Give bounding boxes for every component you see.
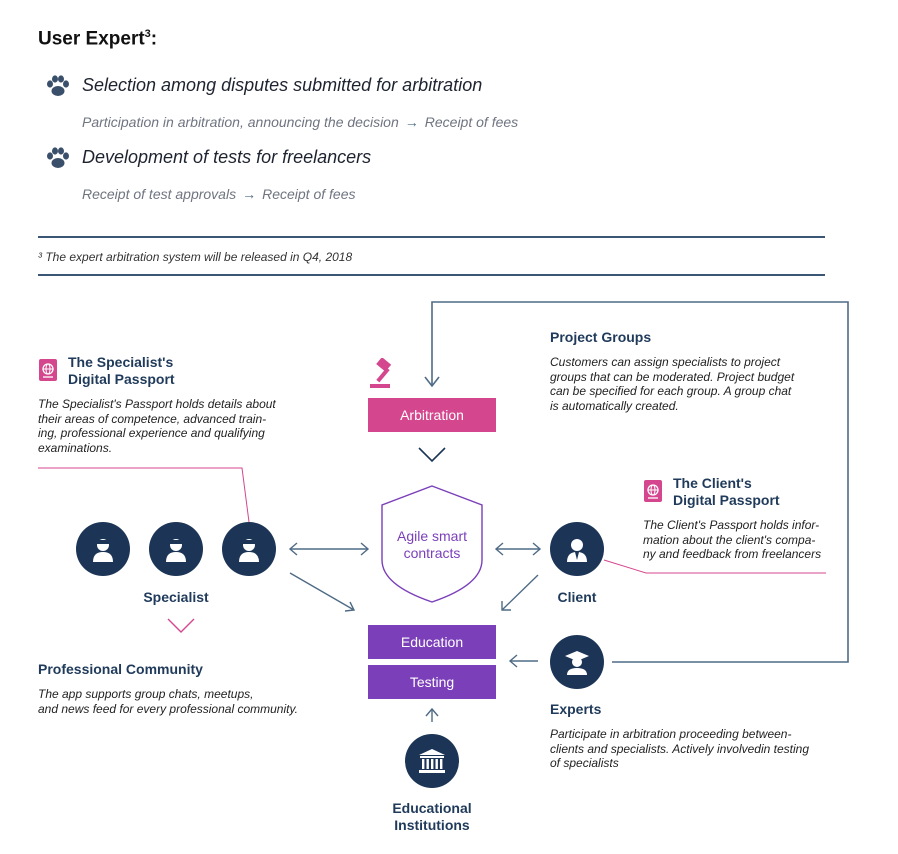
client-passport-line: [603, 559, 826, 574]
desc-line: Customers can assign specialists to proj…: [550, 355, 781, 369]
building-icon: [419, 749, 445, 773]
title-line: The Specialist's: [68, 354, 174, 370]
arrowhead: [424, 376, 440, 388]
person-icon: [93, 539, 113, 562]
desc-line: The Client's Passport holds infor-: [643, 518, 820, 532]
item-step: Receipt of fees: [424, 114, 519, 130]
item-step: Participation in arbitration, announcing…: [82, 114, 399, 130]
desc-line: and news feed for every professional com…: [38, 701, 298, 716]
experts-loop-line: [431, 301, 849, 663]
diagonal-arrow: [289, 572, 355, 611]
chevron-down-icon: [418, 447, 446, 463]
specialist-passport-title: The Specialist's Digital Passport: [68, 354, 175, 388]
title-line: Digital Passport: [673, 492, 780, 508]
client-avatar: [550, 522, 604, 576]
graduate-icon: [565, 651, 589, 675]
desc-line: is automatically created.: [550, 398, 679, 413]
title-colon: :: [150, 28, 158, 50]
item-subtext: Participation in arbitration, announcing…: [82, 114, 518, 130]
contracts-line: Agile smart: [396, 528, 468, 544]
institutions-line: Institutions: [394, 817, 470, 833]
desc-line: examinations.: [38, 440, 113, 455]
desc-line: groups that can be moderated. Project bu…: [550, 369, 795, 384]
institutions-avatar: [405, 734, 459, 788]
desc-line: Participate in arbitration proceeding be…: [550, 727, 792, 741]
shield-shape: [381, 485, 483, 603]
specialist-avatar: [149, 522, 203, 576]
passport-icon: [38, 358, 58, 387]
title-line: Digital Passport: [68, 371, 175, 387]
item-title: Development of tests for freelancers: [82, 147, 372, 167]
arrowhead: [425, 707, 439, 717]
arrow-right-icon: →: [242, 186, 257, 202]
gavel-icon: [368, 357, 402, 395]
arrow-right-icon: →: [404, 114, 419, 130]
experts-title: Experts: [550, 701, 602, 717]
person-icon: [166, 539, 186, 562]
divider: [38, 274, 825, 276]
education-box: Education: [368, 625, 496, 659]
desc-line: mation about the client's compa-: [643, 532, 816, 547]
specialist-avatar: [76, 522, 130, 576]
arrowhead: [508, 654, 518, 668]
person-icon: [239, 539, 259, 562]
desc-line: their areas of competence, advanced trai…: [38, 411, 267, 426]
arrowhead: [501, 601, 511, 611]
experts-avatar: [550, 635, 604, 689]
experts-desc: Participate in arbitration proceeding be…: [550, 727, 809, 771]
community-desc: The app supports group chats, meetups, a…: [38, 687, 298, 716]
project-groups-desc: Customers can assign specialists to proj…: [550, 355, 794, 413]
specialist-passport-line: [38, 467, 250, 523]
item-step: Receipt of fees: [262, 186, 356, 202]
desc-line: The Specialist's Passport holds details …: [38, 397, 276, 411]
diagonal-arrow: [501, 574, 539, 611]
chevron-down-icon: [167, 618, 195, 633]
footnote-mark: 3: [144, 28, 151, 40]
section-title-text: User Expert: [38, 28, 145, 50]
desc-line: can be specified for each group. A group…: [550, 384, 792, 398]
specialist-label: Specialist: [143, 589, 209, 605]
contracts-line: contracts: [403, 545, 461, 561]
specialist-passport-desc: The Specialist's Passport holds details …: [38, 397, 276, 455]
community-title: Professional Community: [38, 661, 203, 677]
specialist-avatar: [222, 522, 276, 576]
institutions-label: Educational Institutions: [372, 800, 492, 834]
item-step: Receipt of test approvals: [82, 186, 237, 202]
testing-box: Testing: [368, 665, 496, 699]
client-passport-desc: The Client's Passport holds infor- matio…: [643, 518, 821, 562]
paw-icon: [44, 74, 72, 103]
client-label: Client: [557, 589, 597, 605]
institutions-line: Educational: [392, 800, 472, 816]
desc-line: ing, professional experience and qualify…: [38, 426, 265, 440]
section-title: User Expert3:: [38, 28, 157, 50]
client-passport-title: The Client's Digital Passport: [673, 475, 780, 509]
desc-line: ny and feedback from freelancers: [643, 547, 822, 561]
arrowhead: [494, 542, 504, 556]
person-icon: [567, 539, 587, 562]
desc-line: of specialists: [550, 756, 619, 770]
passport-icon: [643, 479, 663, 508]
desc-line: The app supports group chats, meetups,: [38, 687, 254, 701]
divider: [38, 236, 825, 238]
connector-lines: [38, 301, 849, 722]
title-line: The Client's: [673, 475, 752, 491]
project-groups-title: Project Groups: [550, 329, 652, 345]
arbitration-box: Arbitration: [368, 398, 496, 432]
arrowhead: [532, 542, 542, 556]
desc-line: clients and specialists. Actively involv…: [550, 741, 810, 756]
arrowhead: [288, 542, 298, 556]
item-subtext: Receipt of test approvals → Receipt of fee…: [82, 186, 355, 202]
footnote: ³ The expert arbitration system will be …: [38, 250, 353, 264]
paw-icon: [44, 146, 72, 175]
contracts-label: Agile smart contracts: [382, 528, 482, 562]
arrowhead: [360, 542, 370, 556]
item-title: Selection among disputes submitted for a…: [82, 75, 483, 95]
arrowhead: [344, 601, 356, 612]
